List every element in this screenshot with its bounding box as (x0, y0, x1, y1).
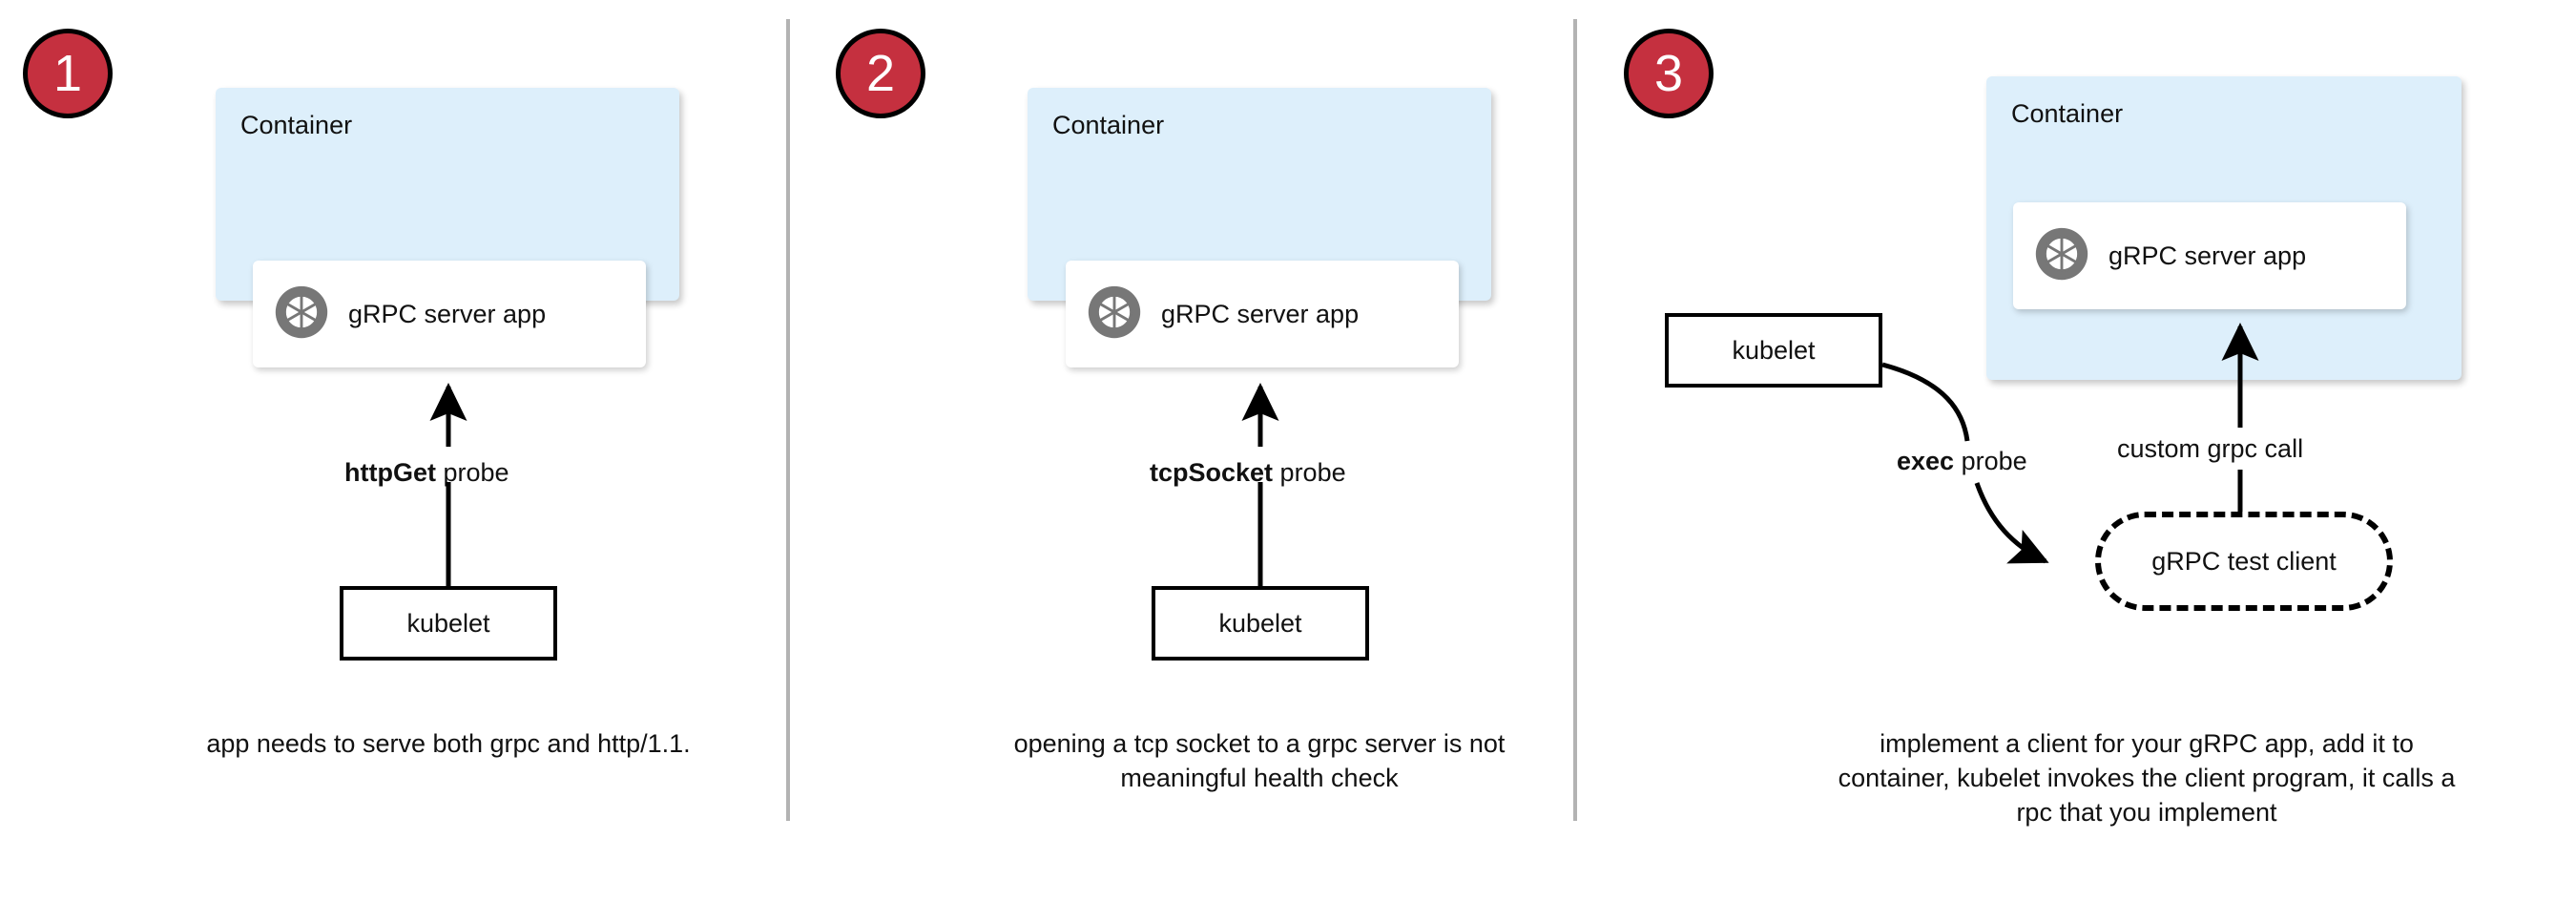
app-label-1: gRPC server app (348, 299, 547, 328)
probe-label-2: tcpSocket probe (1150, 458, 1346, 488)
kubelet-box-1: kubelet (340, 586, 557, 661)
probe-label-2-rest: probe (1273, 458, 1346, 487)
panel-caption-2: opening a tcp socket to a grpc server is… (1013, 729, 1506, 792)
container-label-1: Container (240, 111, 353, 139)
step-badge-3: 3 (1624, 29, 1714, 118)
panel-caption-1: app needs to serve both grpc and http/1.… (206, 729, 691, 758)
probe-label-1-rest: probe (435, 458, 509, 487)
panel-divider-2 (1573, 19, 1577, 821)
kubelet-box-3: kubelet (1665, 313, 1882, 388)
grpc-server-app-box-3: gRPC server app (2013, 202, 2406, 309)
grpc-server-app-box-1: gRPC server app (253, 261, 646, 367)
grpc-aperture-icon (1087, 284, 1142, 345)
container-label-2: Container (1052, 111, 1165, 139)
custom-grpc-call-label: custom grpc call (2117, 434, 2304, 463)
grpc-aperture-icon (2034, 226, 2089, 286)
exec-probe-label-rest: probe (1954, 447, 2027, 475)
exec-probe-label: exec probe (1897, 447, 2027, 476)
container-label-3: Container (2011, 99, 2124, 128)
grpc-test-client-box: gRPC test client (2095, 512, 2393, 611)
app-label-2: gRPC server app (1161, 299, 1360, 328)
step-badge-1: 1 (23, 29, 113, 118)
kubelet-box-2: kubelet (1152, 586, 1369, 661)
panel-divider-1 (786, 19, 790, 821)
probe-label-1-bold: httpGet (344, 458, 436, 487)
app-label-3: gRPC server app (2109, 241, 2307, 270)
exec-probe-label-bold: exec (1897, 447, 1955, 475)
probe-label-2-bold: tcpSocket (1150, 458, 1274, 487)
grpc-server-app-box-2: gRPC server app (1066, 261, 1459, 367)
step-badge-2: 2 (836, 29, 925, 118)
grpc-aperture-icon (274, 284, 329, 345)
panel-caption-3: implement a client for your gRPC app, ad… (1838, 729, 2456, 827)
probe-label-1: httpGet probe (344, 458, 509, 488)
